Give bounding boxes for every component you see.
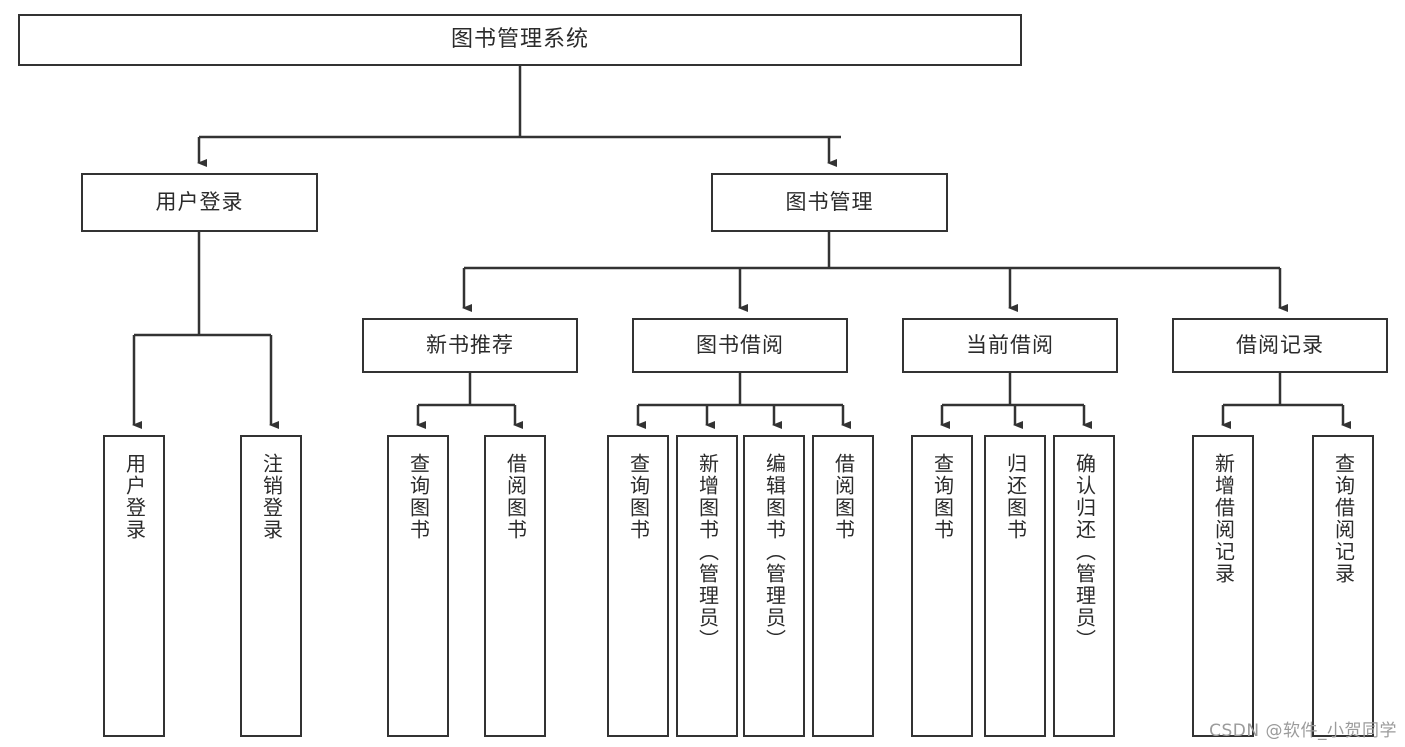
- node-leaf-borrow-book-2-label: 借阅图书: [831, 453, 856, 541]
- node-borrow-record[interactable]: 借阅记录: [1172, 318, 1388, 373]
- node-leaf-logout[interactable]: 注销登录: [240, 435, 302, 737]
- node-leaf-confirm-return[interactable]: 确认归还（管理员）: [1053, 435, 1115, 737]
- node-leaf-borrow-book-1[interactable]: 借阅图书: [484, 435, 546, 737]
- node-user-login-label: 用户登录: [155, 190, 244, 215]
- watermark: CSDN @软件_小贺同学: [1209, 721, 1397, 741]
- node-borrow-record-label: 借阅记录: [1236, 333, 1324, 358]
- node-book-borrow-label: 图书借阅: [696, 333, 784, 358]
- node-root[interactable]: 图书管理系统: [18, 14, 1022, 66]
- node-leaf-edit-book-label: 编辑图书（管理员）: [762, 453, 787, 651]
- node-leaf-borrow-book-1-label: 借阅图书: [503, 453, 528, 541]
- node-leaf-add-book-label: 新增图书（管理员）: [695, 453, 720, 651]
- node-leaf-return-book-label: 归还图书: [1003, 453, 1028, 541]
- node-user-login[interactable]: 用户登录: [81, 173, 318, 232]
- node-leaf-borrow-book-2[interactable]: 借阅图书: [812, 435, 874, 737]
- node-new-book-recommend[interactable]: 新书推荐: [362, 318, 578, 373]
- node-leaf-query-book-1[interactable]: 查询图书: [387, 435, 449, 737]
- node-leaf-add-record[interactable]: 新增借阅记录: [1192, 435, 1254, 737]
- node-new-book-recommend-label: 新书推荐: [426, 333, 514, 358]
- node-leaf-return-book[interactable]: 归还图书: [984, 435, 1046, 737]
- node-leaf-edit-book[interactable]: 编辑图书（管理员）: [743, 435, 805, 737]
- node-leaf-query-record-label: 查询借阅记录: [1331, 453, 1356, 585]
- node-leaf-user-login-label: 用户登录: [122, 453, 147, 541]
- node-current-borrow[interactable]: 当前借阅: [902, 318, 1118, 373]
- node-leaf-query-book-3-label: 查询图书: [930, 453, 955, 541]
- node-leaf-logout-label: 注销登录: [259, 453, 284, 541]
- node-current-borrow-label: 当前借阅: [966, 333, 1054, 358]
- node-root-label: 图书管理系统: [450, 27, 589, 53]
- node-leaf-query-book-3[interactable]: 查询图书: [911, 435, 973, 737]
- node-book-borrow[interactable]: 图书借阅: [632, 318, 848, 373]
- node-leaf-add-book[interactable]: 新增图书（管理员）: [676, 435, 738, 737]
- node-book-management-label: 图书管理: [785, 190, 874, 215]
- node-book-management[interactable]: 图书管理: [711, 173, 948, 232]
- node-leaf-query-book-2[interactable]: 查询图书: [607, 435, 669, 737]
- node-leaf-query-record[interactable]: 查询借阅记录: [1312, 435, 1374, 737]
- node-leaf-add-record-label: 新增借阅记录: [1211, 453, 1236, 585]
- node-leaf-user-login[interactable]: 用户登录: [103, 435, 165, 737]
- node-leaf-query-book-2-label: 查询图书: [626, 453, 651, 541]
- node-leaf-confirm-return-label: 确认归还（管理员）: [1072, 453, 1097, 651]
- node-leaf-query-book-1-label: 查询图书: [406, 453, 431, 541]
